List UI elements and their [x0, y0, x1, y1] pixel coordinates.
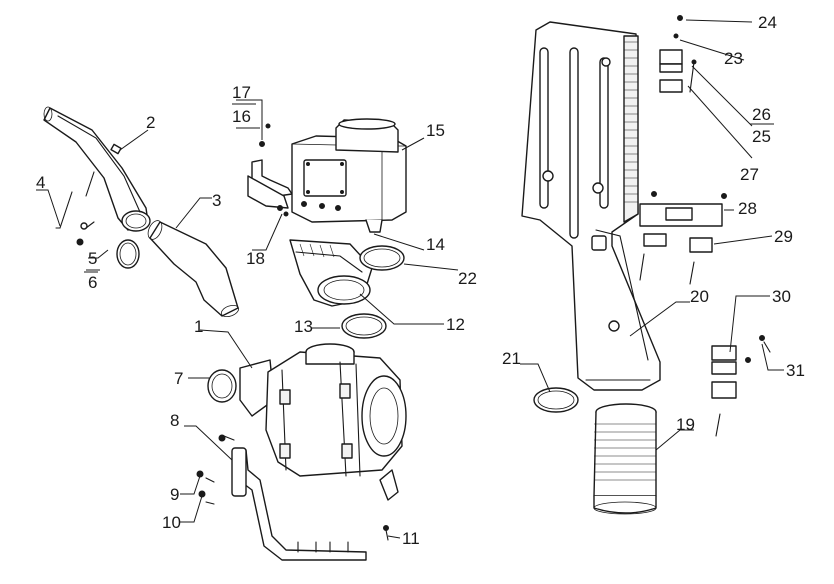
part-21-clamp-ring [533, 387, 579, 413]
clamp-ring-left [116, 239, 140, 269]
part-13-clamp-ring [341, 313, 387, 339]
callout-28: 28 [738, 199, 757, 218]
callout-6: 6 [88, 273, 97, 292]
part-28-plate [639, 191, 727, 227]
part-29-pads [639, 233, 713, 285]
callout-14: 14 [426, 235, 445, 254]
part-30-pads [711, 345, 751, 437]
callout-27: 27 [740, 165, 759, 184]
part-5-6-fasteners [76, 221, 95, 246]
callout-30: 30 [772, 287, 791, 306]
callout-31: 31 [786, 361, 805, 380]
callout-7: 7 [174, 369, 183, 388]
callout-20: 20 [690, 287, 709, 306]
callout-1: 1 [194, 317, 203, 336]
part-22-clamp-ring [359, 245, 405, 271]
part-3-hose-elbow [147, 220, 240, 318]
part-11-bolt [383, 525, 389, 541]
part-15-reservoir [291, 118, 407, 233]
part-4-rod [55, 171, 95, 229]
callout-11: 11 [402, 529, 420, 548]
part-19-bellows [593, 403, 657, 515]
callout-29: 29 [774, 227, 793, 246]
callout-4: 4 [36, 173, 45, 192]
callout-5: 5 [88, 249, 97, 268]
part-23-mounting-pads [659, 15, 697, 93]
part-31-bolt [759, 335, 771, 353]
callout-19: 19 [676, 415, 695, 434]
part-7-clamp-ring [207, 369, 237, 403]
callout-3: 3 [212, 191, 221, 210]
callout-8: 8 [170, 411, 179, 430]
mounting-bracket-16-18 [247, 123, 293, 217]
part-9-10-bolts [196, 434, 235, 505]
callout-25: 25 [752, 127, 771, 146]
part-1-air-filter [239, 343, 407, 501]
callout-12: 12 [446, 315, 465, 334]
callout-24: 24 [758, 13, 777, 32]
callout-26: 26 [752, 105, 771, 124]
callout-labels: 2 4 5 6 3 1 7 8 9 10 11 12 13 14 15 17 1… [36, 13, 805, 548]
leader-lines [36, 19, 784, 539]
callout-15: 15 [426, 121, 445, 140]
callout-18: 18 [246, 249, 265, 268]
part-8-support-bracket [231, 447, 367, 561]
callout-17: 17 [232, 83, 251, 102]
callout-2: 2 [146, 113, 155, 132]
callout-21: 21 [502, 349, 521, 368]
part-20-intake-riser [521, 21, 661, 391]
callout-23: 23 [724, 49, 743, 68]
part-12-inlet-hood [289, 239, 373, 307]
callout-9: 9 [170, 485, 179, 504]
callout-16: 16 [232, 107, 251, 126]
callout-22: 22 [458, 269, 477, 288]
callout-13: 13 [294, 317, 313, 336]
callout-10: 10 [162, 513, 181, 532]
part-2-intake-pipe [43, 106, 151, 232]
